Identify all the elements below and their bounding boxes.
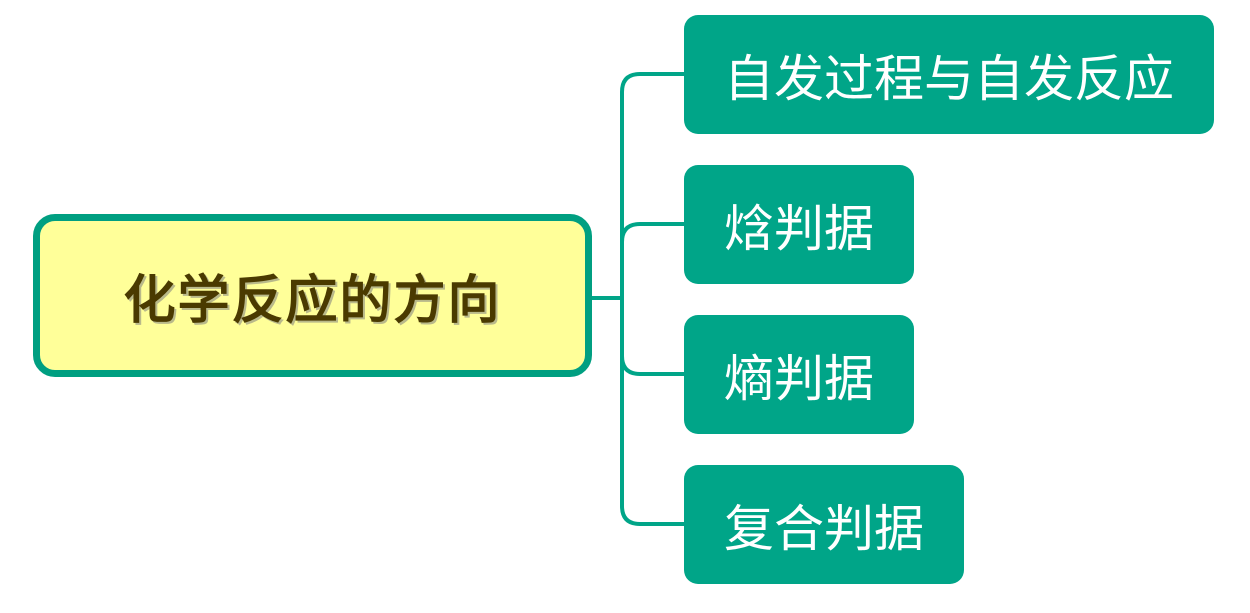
subtopic-label: 焓判据 bbox=[724, 199, 874, 258]
root-topic-label: 化学反应的方向 bbox=[123, 271, 502, 331]
connector-branch-2 bbox=[620, 298, 684, 376]
connector-branch-3 bbox=[620, 298, 684, 526]
connector-branch-1 bbox=[620, 222, 684, 298]
connector-branch-0 bbox=[620, 72, 684, 298]
subtopic-node-enthalpy-criterion[interactable]: 焓判据 bbox=[684, 165, 914, 284]
subtopic-label: 复合判据 bbox=[724, 499, 924, 558]
subtopic-node-entropy-criterion[interactable]: 熵判据 bbox=[684, 315, 914, 434]
subtopic-node-spontaneous-process[interactable]: 自发过程与自发反应 bbox=[684, 15, 1214, 134]
root-topic-node[interactable]: 化学反应的方向 bbox=[33, 214, 592, 377]
subtopic-node-combined-criterion[interactable]: 复合判据 bbox=[684, 465, 964, 584]
subtopic-label: 熵判据 bbox=[724, 349, 874, 408]
subtopic-label: 自发过程与自发反应 bbox=[724, 49, 1174, 108]
